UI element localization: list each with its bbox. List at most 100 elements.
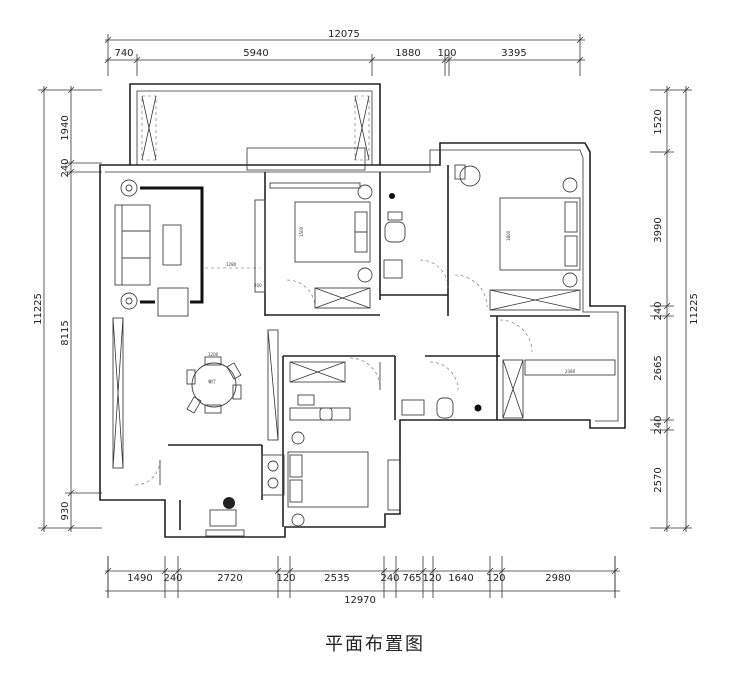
left-dim-4: 930 bbox=[60, 501, 71, 520]
right-dim-3: 240 bbox=[653, 301, 664, 320]
bed-3 bbox=[287, 451, 369, 508]
bottom-dim-slash bbox=[498, 567, 506, 575]
left-dim-1: 1940 bbox=[60, 115, 71, 140]
rug-dim-label: 1280 bbox=[226, 262, 237, 267]
bottom-dim-slash bbox=[174, 567, 182, 575]
master-bedroom: 1800 bbox=[454, 164, 581, 311]
bedroom-3 bbox=[287, 357, 401, 527]
bottom-dimensions: 1490 240 2720 120 2535 240 765 120 1640 … bbox=[104, 556, 620, 606]
bay-window bbox=[246, 147, 366, 171]
bottom-dim-slash bbox=[392, 567, 400, 575]
toilet-2 bbox=[436, 397, 454, 419]
top-dim-3: 1880 bbox=[395, 48, 420, 59]
bottom-dim-10: 120 bbox=[486, 573, 505, 584]
washbasin-2 bbox=[401, 399, 425, 416]
bathroom-2 bbox=[401, 361, 482, 419]
bottom-dim-slash bbox=[429, 567, 437, 575]
top-dim-4: 100 bbox=[437, 48, 456, 59]
bottom-dim-11: 2980 bbox=[545, 573, 570, 584]
right-dimensions: 1520 3990 240 2665 240 2570 11225 bbox=[650, 86, 700, 532]
bottom-dim-slash bbox=[486, 567, 494, 575]
closet-dim-label: 2380 bbox=[565, 369, 576, 374]
bottom-dim-slash bbox=[380, 567, 388, 575]
bottom-dim-4: 120 bbox=[276, 573, 295, 584]
bottom-dim-5: 2535 bbox=[324, 573, 349, 584]
right-dim-1: 1520 bbox=[653, 109, 664, 134]
right-total-dim: 11225 bbox=[689, 293, 700, 325]
dining-label: 餐厅 bbox=[208, 378, 216, 384]
bottom-dim-slash bbox=[161, 567, 169, 575]
lamp-icon-2 bbox=[120, 292, 138, 310]
nightstand-lamp-icon-6 bbox=[291, 513, 305, 527]
rug-border bbox=[140, 186, 204, 304]
bottom-dim-1: 1490 bbox=[127, 573, 152, 584]
left-dimensions: 11225 1940 240 8115 930 bbox=[33, 86, 102, 532]
table-dim-label: 1200 bbox=[208, 352, 219, 357]
walls bbox=[99, 83, 626, 538]
top-dim-2: 5940 bbox=[243, 48, 268, 59]
round-chair bbox=[459, 165, 481, 187]
wardrobe-2 bbox=[489, 289, 581, 311]
bottom-dim-6: 240 bbox=[380, 573, 399, 584]
dining-table bbox=[191, 362, 237, 408]
top-dim-1: 740 bbox=[114, 48, 133, 59]
living-room: 1280 200 bbox=[112, 179, 266, 469]
kitchen-window bbox=[205, 529, 245, 537]
top-total-dim: 12075 bbox=[328, 29, 360, 40]
bottom-total-dim: 12970 bbox=[344, 595, 376, 606]
top-dim-5: 3395 bbox=[501, 48, 526, 59]
wall-cabinet bbox=[267, 329, 279, 441]
left-dim-2: 240 bbox=[60, 158, 71, 177]
floor-drain-icon-2 bbox=[474, 404, 482, 412]
washbasin bbox=[383, 259, 403, 279]
bed-1-dim: 1500 bbox=[299, 226, 304, 237]
burner-icon bbox=[267, 460, 279, 472]
left-dim-3: 8115 bbox=[60, 320, 71, 345]
burner-icon-2 bbox=[267, 477, 279, 489]
bottom-dim-slash bbox=[419, 567, 427, 575]
lamp-icon bbox=[120, 179, 138, 197]
right-dim-6: 2570 bbox=[653, 467, 664, 492]
page-title: 平面布置图 bbox=[325, 634, 425, 655]
right-dim-2: 3990 bbox=[653, 217, 664, 242]
left-total-dim: 11225 bbox=[33, 293, 44, 325]
wardrobe-1 bbox=[314, 287, 371, 309]
closet-shelf bbox=[524, 359, 616, 376]
bathroom-1 bbox=[383, 193, 449, 289]
nightstand-lamp-icon-2 bbox=[357, 267, 373, 283]
dining-area: 餐厅 1200 bbox=[134, 329, 279, 486]
chair-top-icon bbox=[223, 497, 235, 509]
tv-cabinet bbox=[254, 199, 266, 293]
side-cabinet bbox=[112, 317, 124, 469]
bed-1 bbox=[294, 201, 371, 263]
stove bbox=[261, 454, 285, 496]
nightstand-lamp-icon bbox=[357, 184, 373, 200]
bed-2-dim: 1800 bbox=[506, 230, 511, 241]
nightstand-lamp-icon-3 bbox=[562, 177, 578, 193]
bottom-dim-slash bbox=[286, 567, 294, 575]
right-dim-5: 240 bbox=[653, 415, 664, 434]
right-dim-4: 2665 bbox=[653, 355, 664, 380]
bottom-dim-2: 240 bbox=[163, 573, 182, 584]
armchair bbox=[157, 287, 189, 317]
bottom-dim-slash bbox=[104, 567, 112, 575]
bedroom-1: 1500 bbox=[246, 147, 373, 309]
bottom-dim-slash bbox=[611, 567, 619, 575]
desk bbox=[289, 407, 351, 421]
bottom-dim-7: 765 bbox=[402, 573, 421, 584]
nightstand-lamp-icon-4 bbox=[562, 272, 578, 288]
bottom-dim-8: 120 bbox=[422, 573, 441, 584]
top-dimensions: 12075 740 5940 1880 100 3395 bbox=[104, 29, 585, 76]
bottom-dim-3: 2720 bbox=[217, 573, 242, 584]
bottom-dim-slash bbox=[274, 567, 282, 575]
tv-dim-label: 200 bbox=[254, 283, 262, 288]
nightstand-lamp-icon-5 bbox=[291, 431, 305, 445]
closet-room: 2380 bbox=[499, 319, 616, 419]
bed-2 bbox=[499, 197, 581, 271]
sink bbox=[209, 509, 237, 527]
toilet bbox=[384, 221, 406, 243]
kitchen bbox=[205, 454, 285, 537]
bottom-dim-9: 1640 bbox=[448, 573, 473, 584]
coffee-table bbox=[162, 224, 182, 266]
